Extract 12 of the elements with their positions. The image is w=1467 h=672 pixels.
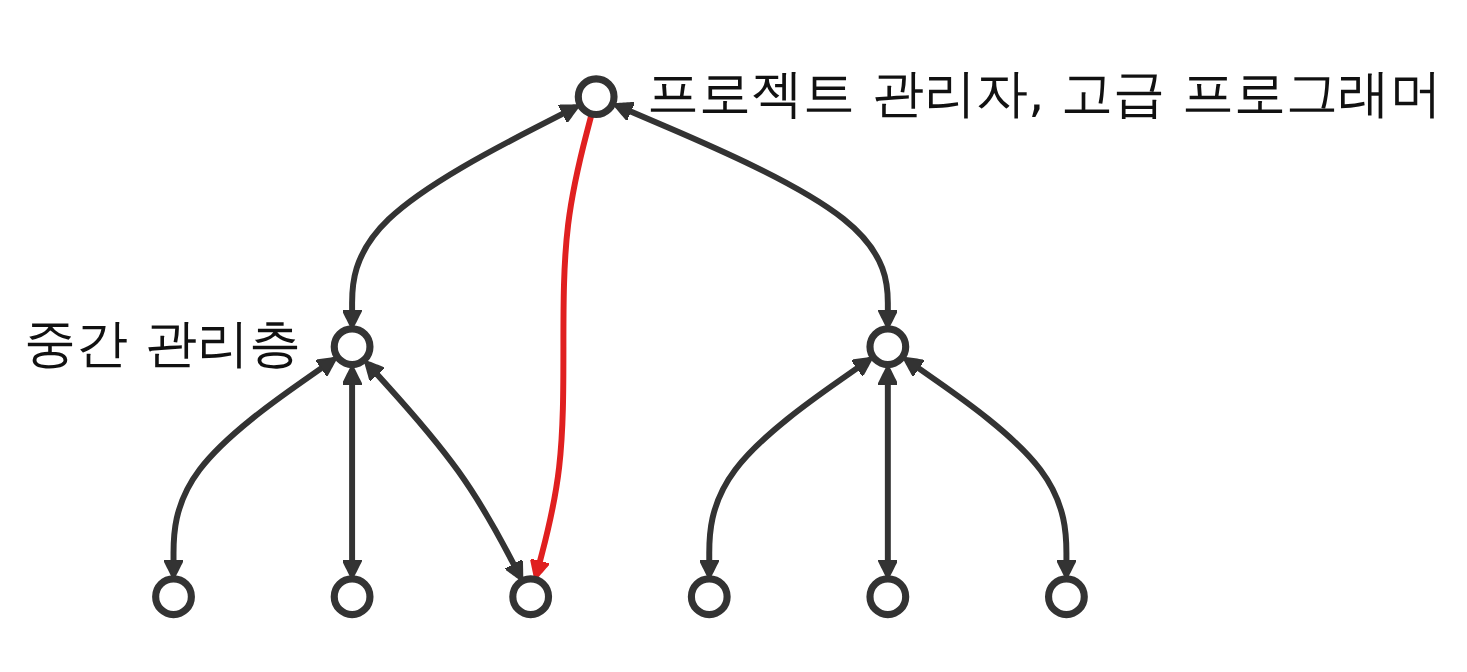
node-circle (152, 575, 195, 619)
node-circle (330, 325, 374, 369)
node-circle (509, 575, 553, 619)
node-circle (574, 75, 618, 119)
arrow (363, 359, 524, 582)
node-circle (866, 325, 910, 369)
node-circle (1045, 575, 1088, 619)
node-circle (866, 575, 910, 619)
node-caption: 중간 관리층 (24, 311, 301, 373)
node-circle (330, 575, 374, 619)
node-caption: 프로젝트 관리자, 고급 프로그래머 (647, 61, 1442, 123)
node-circle (687, 575, 731, 619)
